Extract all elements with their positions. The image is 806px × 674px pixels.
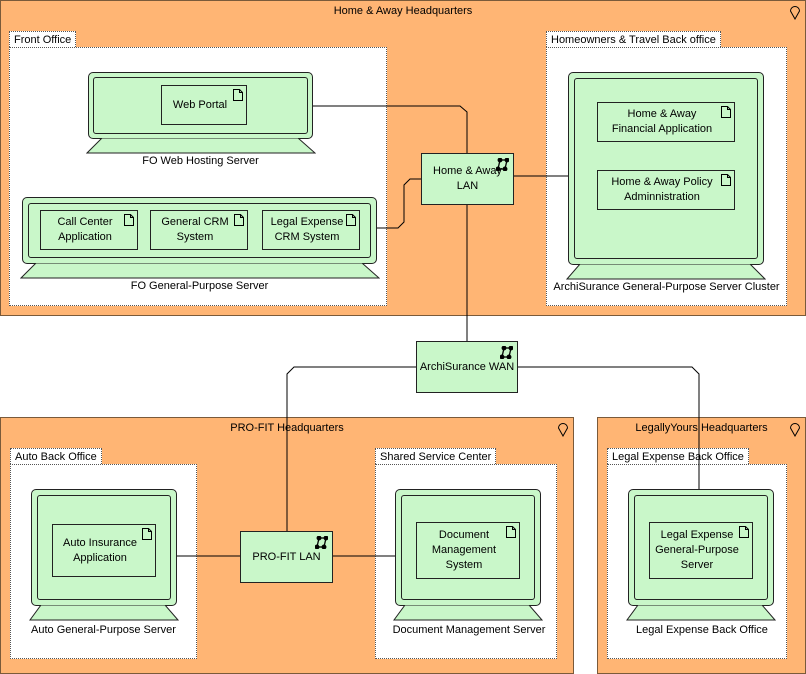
grouping-tab-auto-back-office: Auto Back Office [10,448,102,464]
network-label: ArchiSurance WAN [419,360,515,373]
location-pin-icon [789,423,801,437]
node-label: ArchiSurance General-Purpose Server Clus… [553,281,780,293]
node-label: FO Web Hosting Server [142,155,259,167]
location-title: Home & Away Headquarters [333,5,473,17]
artifact-legal-expense-general-purpose-server[interactable]: Legal Expense General-Purpose Server [649,522,753,579]
network-icon [500,346,513,359]
artifact-legal-expense-crm-system[interactable]: Legal Expense CRM System [262,210,360,250]
grouping-tab-homeowners: Homeowners & Travel Back office [546,31,721,47]
network-archisurance-wan[interactable]: ArchiSurance WAN [416,341,518,393]
node-label: Document Management Server [392,624,546,636]
location-pin-icon [789,6,801,20]
artifact-policy-administration[interactable]: Home & Away Policy Adminnistration [597,170,735,210]
artifact-label: General CRM System [161,216,229,243]
artifact-label: Document Management System [431,529,497,571]
document-icon [721,106,731,118]
node-stand [626,605,776,621]
node-label: Legal Expense Back Office [636,624,768,636]
artifact-label: Web Portal [172,98,228,111]
artifact-web-portal[interactable]: Web Portal [161,85,247,125]
grouping-tab-shared-service: Shared Service Center [375,448,497,464]
artifact-financial-application[interactable]: Home & Away Financial Application [597,102,735,142]
node-stand [20,263,380,279]
location-title: LegallyYours Headquarters [635,422,768,434]
network-label: Home & Away LAN [433,165,502,192]
artifact-label: Legal Expense General-Purpose Server [655,529,739,571]
artifact-auto-insurance-application[interactable]: Auto Insurance Application [52,524,156,577]
node-stand [29,605,179,621]
grouping-tab-legal-back-office: Legal Expense Back Office [607,448,749,464]
artifact-label: Legal Expense CRM System [270,216,344,243]
network-icon [496,158,509,171]
document-icon [346,214,356,226]
artifact-general-crm-system[interactable]: General CRM System [150,210,248,250]
location-pin-icon [557,423,569,437]
network-profit-lan[interactable]: PRO-FIT LAN [240,531,333,583]
artifact-label: Home & Away Policy Adminnistration [611,176,713,203]
artifact-label: Home & Away Financial Application [611,108,713,135]
document-icon [739,526,749,538]
node-stand [393,605,543,621]
document-icon [721,174,731,186]
node-stand [86,138,316,154]
grouping-tab-front-office: Front Office [9,31,77,47]
document-icon [142,528,152,540]
network-icon [315,536,328,549]
document-icon [233,89,243,101]
document-icon [506,526,516,538]
network-home-away-lan[interactable]: Home & Away LAN [421,153,514,205]
artifact-label: Auto Insurance Application [63,536,137,564]
network-label: PRO-FIT LAN [252,550,321,563]
artifact-call-center-application[interactable]: Call Center Application [40,210,138,250]
node-label: FO General-Purpose Server [130,280,269,292]
artifact-document-management-system[interactable]: Document Management System [416,522,520,579]
document-icon [234,214,244,226]
document-icon [124,214,134,226]
node-label: Auto General-Purpose Server [31,624,176,636]
node-stand [566,264,766,280]
artifact-label: Call Center Application [57,216,113,243]
